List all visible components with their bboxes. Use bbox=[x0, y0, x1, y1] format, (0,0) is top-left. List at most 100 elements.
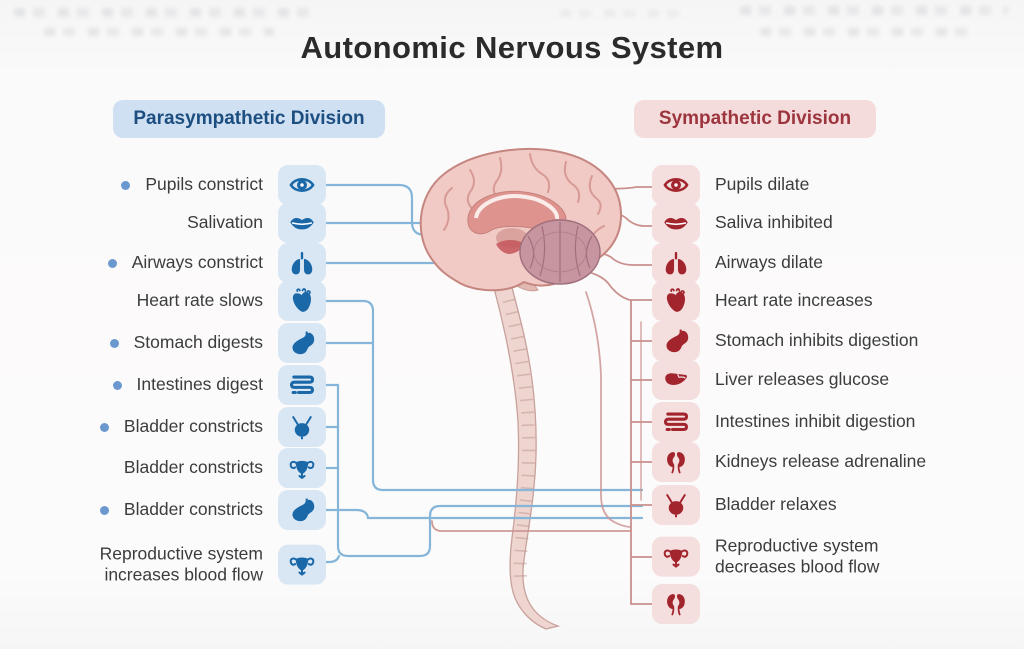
organ-icon-box bbox=[652, 165, 700, 205]
bullet-dot bbox=[121, 180, 131, 190]
sympathetic-division-header: Sympathetic Division bbox=[634, 100, 876, 138]
organ-icon-box bbox=[278, 448, 326, 488]
list-item: Bladder relaxes bbox=[652, 485, 1012, 525]
heart-icon bbox=[287, 287, 317, 315]
list-item: Salivation bbox=[40, 203, 326, 243]
item-label: Bladder relaxes bbox=[715, 494, 837, 515]
organ-icon-box bbox=[278, 490, 326, 530]
kidneys-icon bbox=[661, 590, 691, 618]
kidneys-icon bbox=[661, 448, 691, 476]
item-label: Pupils constrict bbox=[145, 174, 263, 195]
list-item: Saliva inhibited bbox=[652, 203, 1012, 243]
list-item: Airways constrict bbox=[40, 243, 326, 283]
organ-icon-box bbox=[652, 360, 700, 400]
bullet-dot bbox=[112, 380, 122, 390]
organ-icon-box bbox=[652, 203, 700, 243]
item-label: Airways constrict bbox=[131, 252, 263, 273]
render-artifact bbox=[44, 28, 274, 36]
organ-icon-box bbox=[652, 537, 700, 577]
bullet-dot bbox=[107, 258, 117, 268]
list-item bbox=[652, 584, 1012, 624]
list-item: Stomach digests bbox=[40, 323, 326, 363]
organ-icon-box bbox=[652, 442, 700, 482]
organ-icon-box bbox=[278, 203, 326, 243]
item-label: Pupils dilate bbox=[715, 174, 810, 195]
item-label: Liver releases glucose bbox=[715, 369, 890, 390]
item-label: Saliva inhibited bbox=[715, 212, 833, 233]
list-item: Kidneys release adrenaline bbox=[652, 442, 1012, 482]
organ-icon-box bbox=[278, 243, 326, 283]
organ-icon-box bbox=[278, 281, 326, 321]
spinal-cord bbox=[485, 239, 561, 630]
render-artifact bbox=[14, 8, 314, 17]
lungs-icon bbox=[287, 249, 317, 277]
bullet-dot bbox=[109, 338, 119, 348]
lips-icon bbox=[287, 209, 317, 237]
list-item: Bladder constricts bbox=[40, 407, 326, 447]
item-label: Bladder constricts bbox=[123, 457, 263, 478]
item-label: Bladder constricts bbox=[123, 416, 263, 437]
intestines-icon bbox=[661, 408, 691, 436]
brain bbox=[419, 147, 623, 292]
item-label: Airways dilate bbox=[715, 252, 823, 273]
item-label: Intestines inhibit digestion bbox=[715, 411, 916, 432]
list-item: Airways dilate bbox=[652, 243, 1012, 283]
organ-icon-box bbox=[652, 281, 700, 321]
intestines-icon bbox=[287, 371, 317, 399]
item-label: Reproductive system increases blood flow bbox=[99, 543, 263, 585]
bladder-icon bbox=[287, 413, 317, 441]
stomach-icon bbox=[287, 329, 317, 357]
organ-icon-box bbox=[652, 243, 700, 283]
organ-icon-box bbox=[652, 321, 700, 361]
organ-icon-box bbox=[278, 365, 326, 405]
organ-icon-box bbox=[652, 584, 700, 624]
page-title: Autonomic Nervous System bbox=[300, 30, 724, 65]
item-label: Reproductive system decreases blood flow bbox=[715, 535, 880, 577]
uterus-icon bbox=[287, 551, 317, 579]
organ-icon-box bbox=[652, 402, 700, 442]
organ-icon-box bbox=[278, 545, 326, 585]
list-item: Pupils dilate bbox=[652, 165, 1012, 205]
item-label: Stomach digests bbox=[133, 332, 263, 353]
render-artifact bbox=[740, 6, 1008, 15]
item-label: Bladder constricts bbox=[123, 499, 263, 520]
organ-icon-box bbox=[278, 323, 326, 363]
eye-icon bbox=[661, 171, 691, 199]
lungs-icon bbox=[661, 249, 691, 277]
stomach-icon bbox=[287, 496, 317, 524]
stomach-icon bbox=[661, 327, 691, 355]
list-item: Intestines digest bbox=[40, 365, 326, 405]
item-label: Stomach inhibits digestion bbox=[715, 330, 919, 351]
list-item: Heart rate increases bbox=[652, 281, 1012, 321]
bullet-dot bbox=[99, 422, 109, 432]
list-item: Stomach inhibits digestion bbox=[652, 321, 1012, 361]
item-label: Kidneys release adrenaline bbox=[715, 451, 927, 472]
bladder-icon bbox=[661, 491, 691, 519]
uterus-icon bbox=[661, 543, 691, 571]
list-item: Bladder constricts bbox=[40, 448, 326, 488]
liver-icon bbox=[661, 366, 691, 394]
list-item: Reproductive system increases blood flow bbox=[40, 544, 326, 587]
render-artifact bbox=[760, 28, 980, 36]
organ-icon-box bbox=[278, 407, 326, 447]
cerebellum bbox=[519, 219, 601, 285]
list-item: Liver releases glucose bbox=[652, 360, 1012, 400]
organ-icon-box bbox=[278, 165, 326, 205]
bullet-dot bbox=[99, 505, 109, 515]
list-item: Reproductive system decreases blood flow bbox=[652, 536, 1012, 579]
item-label: Intestines digest bbox=[136, 374, 263, 395]
list-item: Heart rate slows bbox=[40, 281, 326, 321]
organ-icon-box bbox=[652, 485, 700, 525]
parasympathetic-division-header: Parasympathetic Division bbox=[113, 100, 385, 138]
list-item: Bladder constricts bbox=[40, 490, 326, 530]
list-item: Intestines inhibit digestion bbox=[652, 402, 1012, 442]
heart-icon bbox=[661, 287, 691, 315]
item-label: Heart rate slows bbox=[136, 290, 263, 311]
uterus-icon bbox=[287, 454, 317, 482]
render-artifact bbox=[560, 10, 680, 17]
eye-icon bbox=[287, 171, 317, 199]
item-label: Salivation bbox=[187, 212, 263, 233]
lips-icon bbox=[661, 209, 691, 237]
